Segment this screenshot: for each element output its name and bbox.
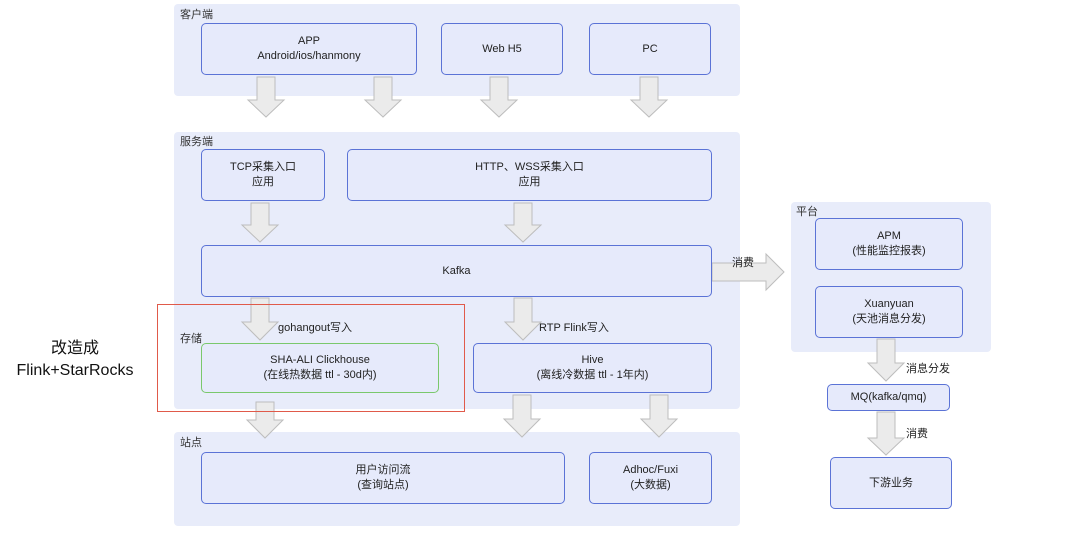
gohangout-write-label: gohangout写入 — [278, 322, 352, 334]
clickhouse-title: SHA-ALI Clickhouse — [270, 354, 370, 366]
migration-note-line1: 改造成 — [50, 340, 99, 357]
mq-label: MQ(kafka/qmq) — [850, 391, 927, 403]
clickhouse-subtitle: (在线热数据 ttl - 30d内) — [263, 369, 377, 381]
arrow-kafka-hive — [503, 297, 543, 341]
arrow-xuanyuan-mq — [866, 338, 906, 382]
adhoc-box: Adhoc/Fuxi (大数据) — [589, 452, 712, 504]
adhoc-subtitle: (大数据) — [630, 479, 671, 491]
platform-zone-title: 平台 — [796, 206, 818, 218]
arrow-kafka-clickhouse — [240, 297, 280, 341]
rtp-flink-write-label: RTP Flink写入 — [539, 322, 609, 334]
apm-subtitle: (性能监控报表) — [852, 245, 926, 257]
server-zone-title: 服务端 — [180, 136, 213, 148]
downstream-box: 下游业务 — [830, 457, 952, 509]
xuanyuan-subtitle: (天池消息分发) — [852, 313, 926, 325]
apm-title: APM — [877, 230, 901, 242]
client-zone-title: 客户端 — [180, 9, 213, 21]
kafka-label: Kafka — [442, 264, 471, 277]
migration-note-line2: Flink+StarRocks — [16, 362, 134, 379]
app-box: APP Android/ios/hanmony — [201, 23, 417, 75]
arrow-webh5 — [479, 76, 519, 118]
clickhouse-highlight — [157, 304, 465, 412]
app-platforms: Android/ios/hanmony — [257, 50, 361, 62]
arrow-app-left — [246, 76, 286, 118]
http-ingest-subtitle: 应用 — [518, 176, 541, 188]
arrow-app-right — [363, 76, 403, 118]
tcp-ingest-title: TCP采集入口 — [230, 161, 296, 173]
consume-label-kafka: 消费 — [732, 257, 754, 269]
site-zone-title: 站点 — [180, 437, 202, 449]
http-ingest-title: HTTP、WSS采集入口 — [475, 161, 584, 173]
xuanyuan-title: Xuanyuan — [864, 298, 914, 310]
arrow-pc — [629, 76, 669, 118]
tcp-ingest-subtitle: 应用 — [252, 176, 274, 188]
hive-title: Hive — [581, 354, 604, 366]
arrow-tcp-kafka — [240, 202, 280, 243]
mq-box: MQ(kafka/qmq) — [827, 384, 950, 411]
app-title: APP — [297, 35, 320, 47]
user-flow-box: 用户访问流 (查询站点) — [201, 452, 565, 504]
http-ingest-box: HTTP、WSS采集入口 应用 — [347, 149, 712, 201]
apm-box: APM (性能监控报表) — [815, 218, 963, 270]
clickhouse-box: SHA-ALI Clickhouse (在线热数据 ttl - 30d内) — [201, 343, 439, 393]
xuanyuan-box: Xuanyuan (天池消息分发) — [815, 286, 963, 338]
pc-label: PC — [642, 42, 658, 55]
arrow-http-kafka — [503, 202, 543, 243]
webh5-label: Web H5 — [482, 42, 522, 55]
consume-label-mq: 消费 — [906, 428, 928, 440]
storage-zone-title: 存储 — [180, 333, 202, 345]
webh5-box: Web H5 — [441, 23, 563, 75]
hive-subtitle: (离线冷数据 ttl - 1年内) — [536, 369, 649, 381]
migration-note: 改造成 Flink+StarRocks — [0, 338, 150, 382]
distribute-label: 消息分发 — [906, 363, 950, 375]
arrow-kafka-platform — [711, 252, 785, 292]
kafka-box: Kafka — [201, 245, 712, 297]
user-flow-title: 用户访问流 — [355, 464, 411, 476]
arrow-hive-site-right — [639, 394, 679, 438]
user-flow-subtitle: (查询站点) — [357, 479, 409, 491]
hive-box: Hive (离线冷数据 ttl - 1年内) — [473, 343, 712, 393]
tcp-ingest-box: TCP采集入口 应用 — [201, 149, 325, 201]
arrow-hive-site-left — [502, 394, 542, 438]
downstream-label: 下游业务 — [869, 476, 913, 489]
adhoc-title: Adhoc/Fuxi — [622, 464, 679, 476]
pc-box: PC — [589, 23, 711, 75]
arrow-mq-downstream — [866, 411, 906, 456]
